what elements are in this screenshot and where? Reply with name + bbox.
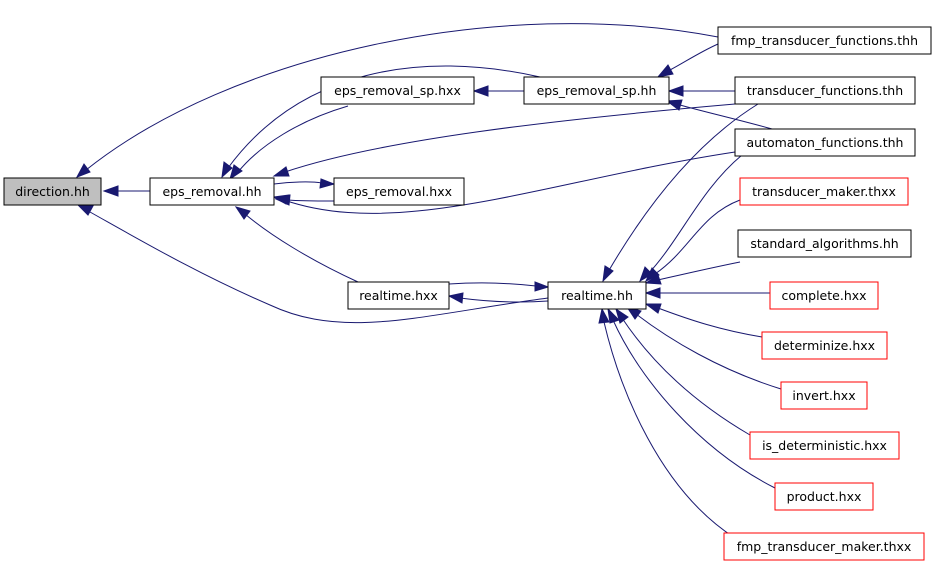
edge-fmp-transducer-maker-to-realtime-hh <box>598 307 736 539</box>
node-invert-hxx[interactable]: invert.hxx <box>780 381 868 410</box>
node-realtime-hh[interactable]: realtime.hh <box>547 281 647 310</box>
node-automaton-functions-thh[interactable]: automaton_functions.thh <box>734 128 916 157</box>
edge-complete-to-realtime-hh <box>644 287 770 299</box>
edge-invert-to-realtime-hh <box>625 306 782 390</box>
node-product-hxx[interactable]: product.hxx <box>774 482 874 511</box>
node-eps-removal-sp-hh[interactable]: eps_removal_sp.hh <box>523 76 670 105</box>
node-is-deterministic-hxx[interactable]: is_deterministic.hxx <box>749 431 900 460</box>
edge-automaton-functions-to-eps-removal-sp-hh <box>665 99 773 130</box>
edge-determinize-to-realtime-hh <box>644 303 763 338</box>
edge-transducer-functions-to-realtime-hh <box>602 103 759 283</box>
edge-automaton-functions-to-realtime-hh <box>639 154 743 283</box>
node-transducer-functions-thh[interactable]: transducer_functions.thh <box>734 76 916 105</box>
edge-realtime-hxx-to-realtime-hh <box>448 281 550 292</box>
node-transducer-functions-thh-label: transducer_functions.thh <box>747 83 903 98</box>
node-fmp-transducer-maker-thxx[interactable]: fmp_transducer_maker.thxx <box>723 532 925 561</box>
edge-transducer-functions-to-eps-removal-sp-hh <box>667 85 735 97</box>
node-standard-algorithms-hh-label: standard_algorithms.hh <box>750 236 898 251</box>
edge-eps-removal-sp-hxx-to-eps-removal-hh <box>229 105 349 181</box>
node-eps-removal-sp-hh-label: eps_removal_sp.hh <box>537 83 657 98</box>
node-is-deterministic-hxx-label: is_deterministic.hxx <box>762 438 887 453</box>
edge-realtime-hh-to-direction-hh <box>76 204 549 324</box>
edge-standard-algorithms-to-realtime-hh <box>644 261 741 285</box>
node-fmp-transducer-functions-thh-label: fmp_transducer_functions.thh <box>731 33 918 48</box>
node-standard-algorithms-hh[interactable]: standard_algorithms.hh <box>737 229 912 258</box>
node-realtime-hxx[interactable]: realtime.hxx <box>347 281 450 310</box>
node-fmp-transducer-functions-thh[interactable]: fmp_transducer_functions.thh <box>717 26 932 55</box>
node-complete-hxx-label: complete.hxx <box>781 288 866 303</box>
node-eps-removal-hh[interactable]: eps_removal.hh <box>149 177 275 206</box>
edge-eps-removal-sp-hh-to-eps-removal-sp-hxx <box>472 85 524 97</box>
edge-eps-removal-hh-to-eps-removal-hxx <box>273 178 336 189</box>
node-product-hxx-label: product.hxx <box>787 489 862 504</box>
edge-realtime-hh-to-realtime-hxx <box>447 292 549 304</box>
node-realtime-hxx-label: realtime.hxx <box>359 288 438 303</box>
node-determinize-hxx[interactable]: determinize.hxx <box>761 331 888 360</box>
node-eps-removal-sp-hxx[interactable]: eps_removal_sp.hxx <box>320 76 475 105</box>
edge-product-to-realtime-hh <box>607 307 776 489</box>
node-invert-hxx-label: invert.hxx <box>792 388 855 403</box>
node-realtime-hh-label: realtime.hh <box>561 288 633 303</box>
node-transducer-maker-thxx-label: transducer_maker.thxx <box>752 184 896 199</box>
node-direction-hh-label: direction.hh <box>15 184 90 199</box>
node-fmp-transducer-maker-thxx-label: fmp_transducer_maker.thxx <box>737 539 912 554</box>
node-automaton-functions-thh-label: automaton_functions.thh <box>747 135 904 150</box>
node-eps-removal-hxx[interactable]: eps_removal.hxx <box>333 177 465 206</box>
edge-eps-removal-hxx-to-eps-removal-hh <box>274 194 335 206</box>
edge-transducer-maker-to-realtime-hh <box>644 199 741 283</box>
node-direction-hh[interactable]: direction.hh <box>3 177 102 206</box>
edge-fmp-transducer-functions-to-direction-hh <box>75 23 719 178</box>
edge-eps-removal-hh-to-direction-hh <box>102 185 150 197</box>
node-eps-removal-hh-label: eps_removal.hh <box>162 184 261 199</box>
node-determinize-hxx-label: determinize.hxx <box>774 338 875 353</box>
node-transducer-maker-thxx[interactable]: transducer_maker.thxx <box>739 177 909 206</box>
edge-fmp-transducer-functions-to-eps-removal-sp-hh <box>656 43 719 78</box>
edge-realtime-hxx-to-eps-removal-hh <box>234 206 359 283</box>
edge-eps-removal-sp-hh-to-eps-removal-hh <box>221 65 541 179</box>
node-eps-removal-hxx-label: eps_removal.hxx <box>346 184 452 199</box>
node-eps-removal-sp-hxx-label: eps_removal_sp.hxx <box>334 83 461 98</box>
edge-transducer-functions-to-eps-removal-hh <box>272 103 736 177</box>
node-complete-hxx[interactable]: complete.hxx <box>769 281 879 310</box>
